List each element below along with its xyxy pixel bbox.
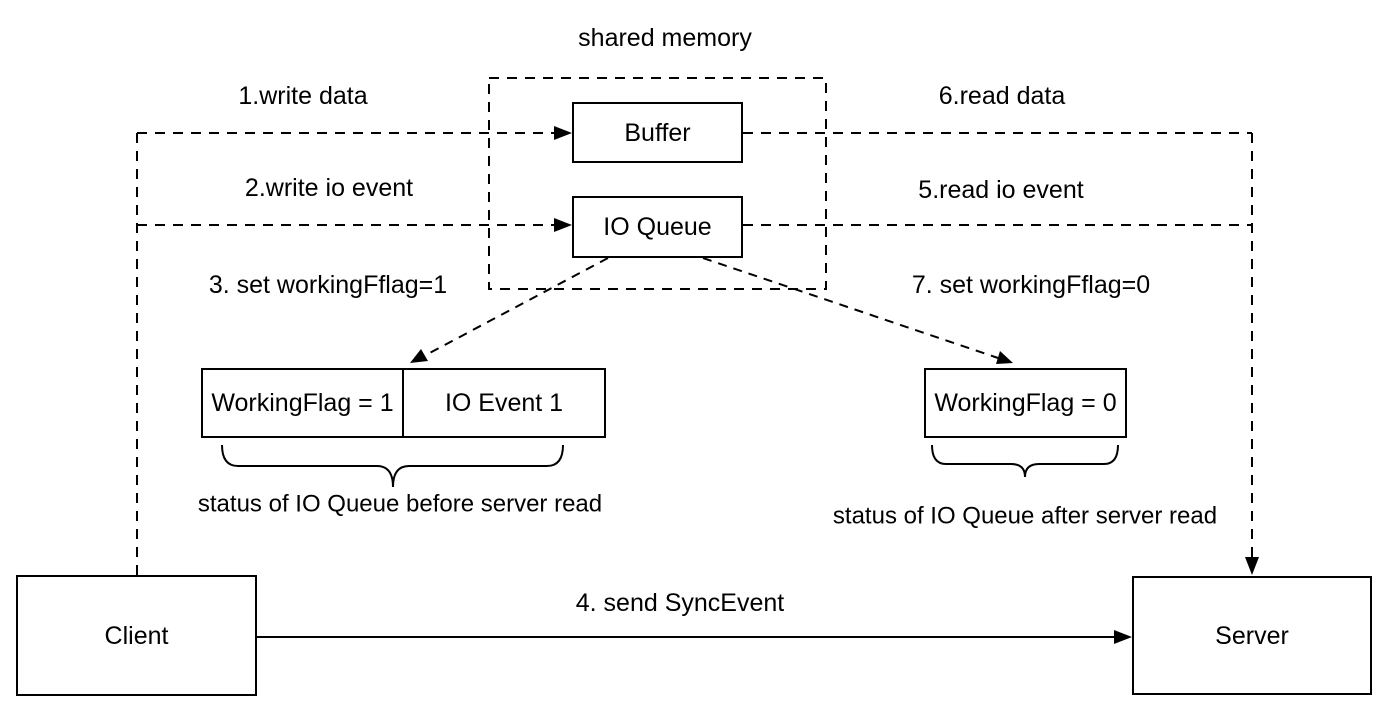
step3-set-workingflag1-label: 3. set workingFflag=1 <box>208 271 448 299</box>
step5-read-io-event-label: 5.read io event <box>918 176 1084 204</box>
step2-write-io-event-label: 2.write io event <box>244 174 414 202</box>
io-queue-box: IO Queue <box>572 196 743 258</box>
write-io-event-arrowhead <box>554 218 572 232</box>
set-flag0-arrowhead <box>996 351 1013 364</box>
sync-event-arrowhead <box>1114 630 1132 644</box>
server-box: Server <box>1132 576 1372 695</box>
working-flag-0-label: WorkingFlag = 0 <box>934 389 1117 417</box>
server-label: Server <box>1215 621 1289 650</box>
status-after-box: WorkingFlag = 0 <box>924 368 1127 438</box>
shared-memory-dashed-box <box>488 77 827 290</box>
set-flag1-line <box>423 257 609 357</box>
io-event-1-label: IO Event 1 <box>444 388 564 417</box>
working-flag-1-label: WorkingFlag = 1 <box>211 388 394 417</box>
working-flag-1-cell: WorkingFlag = 1 <box>203 370 404 436</box>
buffer-label: Buffer <box>624 118 691 147</box>
step7-set-workingflag0-label: 7. set workingFflag=0 <box>911 271 1151 299</box>
before-read-brace <box>221 444 564 488</box>
write-data-arrowhead <box>554 126 572 140</box>
caption-before-server-read: status of IO Queue before server read <box>197 490 603 518</box>
caption-after-server-read: status of IO Queue after server read <box>832 502 1218 530</box>
step4-send-syncevent-label: 4. send SyncEvent <box>575 589 785 617</box>
set-flag0-line <box>702 257 999 359</box>
client-label: Client <box>104 621 169 650</box>
io-event-1-cell: IO Event 1 <box>404 370 604 436</box>
set-flag1-arrowhead <box>410 349 428 363</box>
step1-write-data-label: 1.write data <box>238 82 368 110</box>
after-read-brace <box>931 444 1119 478</box>
client-box: Client <box>16 575 257 696</box>
io-queue-label: IO Queue <box>603 213 712 241</box>
step6-read-data-label: 6.read data <box>938 82 1066 110</box>
server-riser-arrowhead <box>1245 557 1259 575</box>
buffer-box: Buffer <box>572 102 743 163</box>
shared-memory-title: shared memory <box>578 24 752 52</box>
status-before-box: WorkingFlag = 1 IO Event 1 <box>201 368 606 438</box>
